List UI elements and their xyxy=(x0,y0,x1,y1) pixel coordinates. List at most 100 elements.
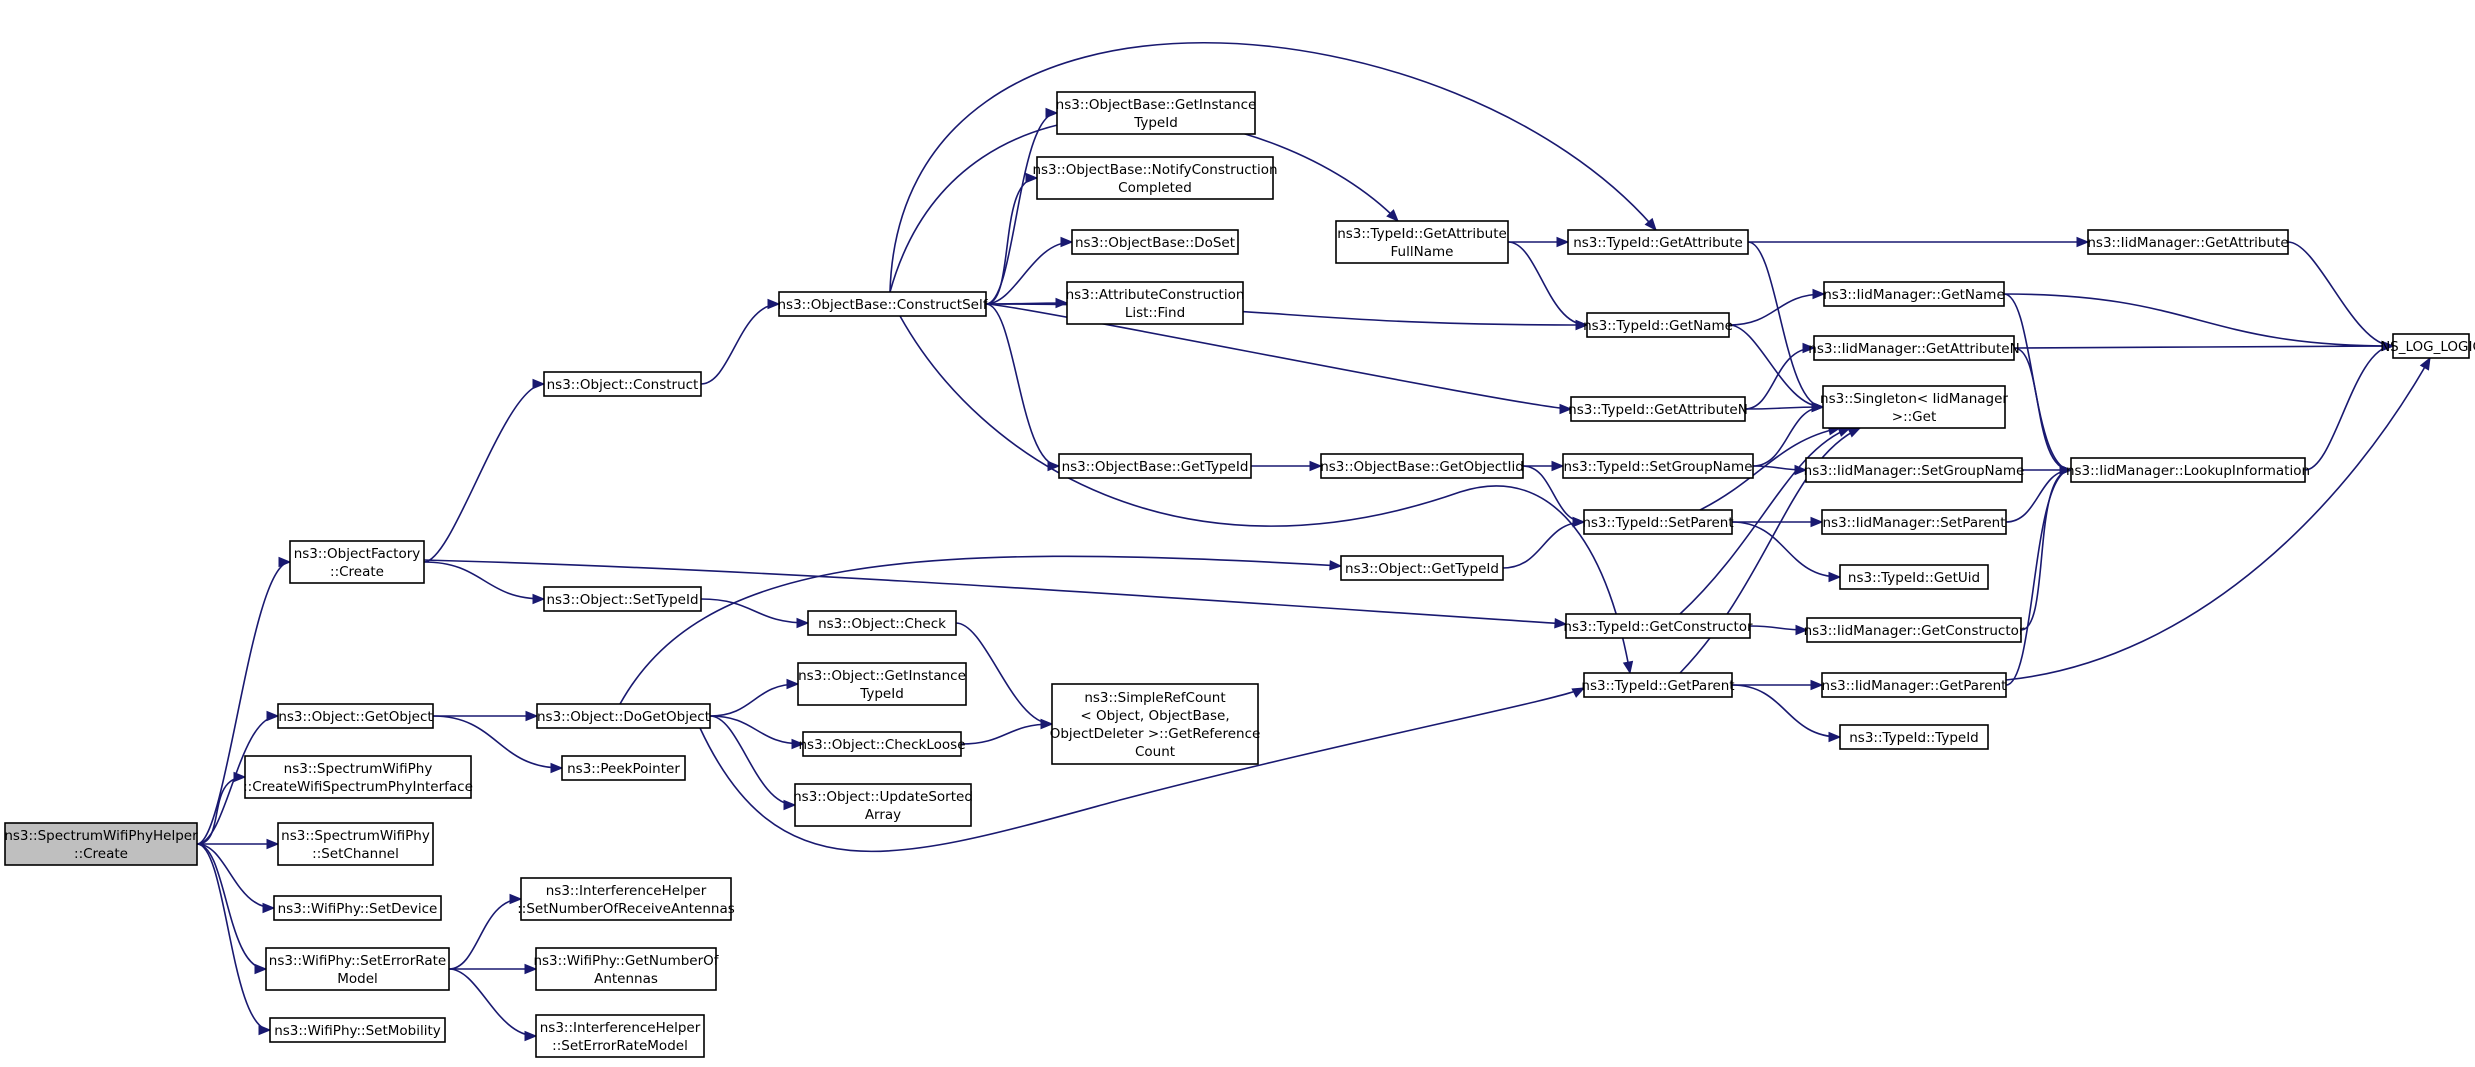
call-edge-tidGetAttribute-to-singletonGet xyxy=(1747,241,1825,413)
function-node-imGetAttribute[interactable]: ns3::IidManager::GetAttribute xyxy=(2087,229,2289,255)
node-label-line: FullName xyxy=(1391,244,1454,260)
function-node-setDevice[interactable]: ns3::WifiPhy::SetDevice xyxy=(273,895,442,921)
call-edges xyxy=(196,42,2431,1042)
edge-arrowhead xyxy=(1828,571,1842,583)
function-node-objGetTypeId[interactable]: ns3::Object::GetTypeId xyxy=(1340,555,1504,581)
edge-arrowhead xyxy=(1575,319,1589,331)
function-node-tidTypeId[interactable]: ns3::TypeId::TypeId xyxy=(1839,724,1989,750)
function-node-createIface[interactable]: ns3::SpectrumWifiPhy::CreateWifiSpectrum… xyxy=(243,755,473,799)
function-node-tidGetAttrN[interactable]: ns3::TypeId::GetAttributeN xyxy=(1568,396,1748,422)
function-node-setErrorRate[interactable]: ns3::WifiPhy::SetErrorRateModel xyxy=(265,947,450,991)
function-node-tidSetGroupName[interactable]: ns3::TypeId::SetGroupName xyxy=(1562,453,1754,479)
node-label-line: ::SetErrorRateModel xyxy=(552,1038,688,1054)
node-box xyxy=(1071,229,1239,255)
function-node-obGetTypeId[interactable]: ns3::ObjectBase::GetTypeId xyxy=(1058,453,1252,479)
function-node-tidGetParent[interactable]: ns3::TypeId::GetParent xyxy=(1581,672,1735,698)
node-label-line: ns3::IidManager::SetGroupName xyxy=(1804,463,2025,479)
function-node-nsLogLogic[interactable]: NS_LOG_LOGIC xyxy=(2380,333,2475,359)
edge-line xyxy=(448,898,522,970)
function-node-tidGetUid[interactable]: ns3::TypeId::GetUid xyxy=(1839,564,1989,590)
function-node-objCheck[interactable]: ns3::Object::Check xyxy=(807,610,957,636)
edge-arrowhead xyxy=(1045,107,1059,119)
node-box xyxy=(2392,333,2470,359)
function-node-constructSelf[interactable]: ns3::ObjectBase::ConstructSelf xyxy=(778,291,989,317)
function-node-ofCreate[interactable]: ns3::ObjectFactory::Create xyxy=(289,540,425,584)
edge-arrowhead xyxy=(1811,401,1825,413)
edge-line xyxy=(709,715,796,806)
function-node-imSetParent[interactable]: ns3::IidManager::SetParent xyxy=(1821,509,2007,535)
call-edge-tidGetParent-to-tidTypeId xyxy=(1731,684,1842,743)
edge-line xyxy=(960,723,1053,745)
edge-arrowhead xyxy=(550,762,564,774)
edge-line xyxy=(432,715,563,769)
function-node-imGetAttrN[interactable]: ns3::IidManager::GetAttributeN xyxy=(1808,335,2020,361)
edge-line xyxy=(709,683,799,717)
function-node-tidGetAttribute[interactable]: ns3::TypeId::GetAttribute xyxy=(1567,229,1749,255)
function-node-setChannel[interactable]: ns3::SpectrumWifiPhy::SetChannel xyxy=(277,822,434,866)
node-label-line: ::SetNumberOfReceiveAntennas xyxy=(517,901,735,917)
edge-arrowhead xyxy=(1571,687,1586,698)
node-label-line: ns3::SimpleRefCount xyxy=(1084,690,1225,706)
node-box xyxy=(1821,672,2007,698)
function-node-tidGetName[interactable]: ns3::TypeId::GetName xyxy=(1583,312,1733,338)
function-node-imGetParent[interactable]: ns3::IidManager::GetParent xyxy=(1821,672,2007,698)
edge-arrowhead xyxy=(532,378,546,390)
function-node-ihSetNumRx[interactable]: ns3::InterferenceHelper::SetNumberOfRece… xyxy=(517,877,735,921)
function-node-tidSetParent[interactable]: ns3::TypeId::SetParent xyxy=(1582,509,1734,535)
node-label-line: ns3::IidManager::LookupInformation xyxy=(2066,463,2310,479)
node-label-line: ns3::PeekPointer xyxy=(567,761,680,777)
edge-line xyxy=(423,559,1567,625)
node-label-line: ns3::TypeId::SetParent xyxy=(1582,515,1733,531)
edge-arrowhead xyxy=(2059,464,2073,476)
node-label-line: Completed xyxy=(1118,180,1192,196)
call-edge-root-to-setDevice xyxy=(196,843,276,914)
function-node-singletonGet[interactable]: ns3::Singleton< IidManager>::Get xyxy=(1820,385,2008,429)
function-node-objCheckLoose[interactable]: ns3::Object::CheckLoose xyxy=(798,731,966,757)
function-node-setTypeId[interactable]: ns3::Object::SetTypeId xyxy=(543,586,702,612)
function-node-construct[interactable]: ns3::Object::Construct xyxy=(543,371,702,397)
function-node-imSetGroupName[interactable]: ns3::IidManager::SetGroupName xyxy=(1804,457,2025,483)
function-node-obNotify[interactable]: ns3::ObjectBase::NotifyConstructionCompl… xyxy=(1032,156,1278,200)
call-edge-setErrorRate-to-ihSetNumRx xyxy=(448,893,523,970)
node-label-line: ns3::SpectrumWifiPhyHelper xyxy=(4,828,198,844)
edge-arrowhead xyxy=(786,678,800,690)
edge-arrowhead xyxy=(266,710,280,722)
edge-line xyxy=(1699,427,1841,511)
call-edge-constructSelf-to-tidGetAttrFull xyxy=(889,115,1399,293)
edge-line xyxy=(1744,406,1824,410)
function-node-setMobility[interactable]: ns3::WifiPhy::SetMobility xyxy=(269,1017,446,1043)
function-node-ihSetErm[interactable]: ns3::InterferenceHelper::SetErrorRateMod… xyxy=(535,1014,705,1058)
call-edge-root-to-setErrorRate xyxy=(196,843,268,975)
function-node-obGetObjectIid[interactable]: ns3::ObjectBase::GetObjectIid xyxy=(1320,453,1524,479)
function-node-obDoSet[interactable]: ns3::ObjectBase::DoSet xyxy=(1071,229,1239,255)
function-node-imGetConstructor[interactable]: ns3::IidManager::GetConstructor xyxy=(1804,617,2025,643)
edge-arrowhead xyxy=(1556,236,1570,248)
function-node-getObject[interactable]: ns3::Object::GetObject xyxy=(277,703,434,729)
edge-arrowhead xyxy=(791,738,805,750)
node-box xyxy=(1822,385,2006,429)
edge-arrowhead xyxy=(1551,460,1565,472)
edge-line xyxy=(619,555,1342,705)
function-node-srcGetRef[interactable]: ns3::SimpleRefCount< Object, ObjectBase,… xyxy=(1050,683,1261,765)
function-node-tidGetConstructor[interactable]: ns3::TypeId::GetConstructor xyxy=(1563,613,1753,639)
function-node-root[interactable]: ns3::SpectrumWifiPhyHelper::Create xyxy=(4,822,198,866)
edge-arrowhead xyxy=(1812,288,1826,300)
function-node-peekPointer[interactable]: ns3::PeekPointer xyxy=(561,755,686,781)
function-node-doGetObject[interactable]: ns3::Object::DoGetObject xyxy=(536,703,711,729)
node-label-line: ns3::TypeId::SetGroupName xyxy=(1563,459,1752,475)
node-box xyxy=(794,783,972,827)
node-label-line: ns3::Object::CheckLoose xyxy=(798,737,965,753)
edge-arrowhead xyxy=(524,1030,538,1042)
node-label-line: ns3::WifiPhy::SetMobility xyxy=(274,1023,441,1039)
call-edge-tidGetAttrFull-to-tidGetAttribute xyxy=(1507,236,1570,248)
node-box xyxy=(1583,672,1733,698)
edge-arrowhead xyxy=(254,963,268,975)
function-node-imGetName[interactable]: ns3::IidManager::GetName xyxy=(1823,281,2005,307)
function-node-imLookup[interactable]: ns3::IidManager::LookupInformation xyxy=(2066,457,2310,483)
